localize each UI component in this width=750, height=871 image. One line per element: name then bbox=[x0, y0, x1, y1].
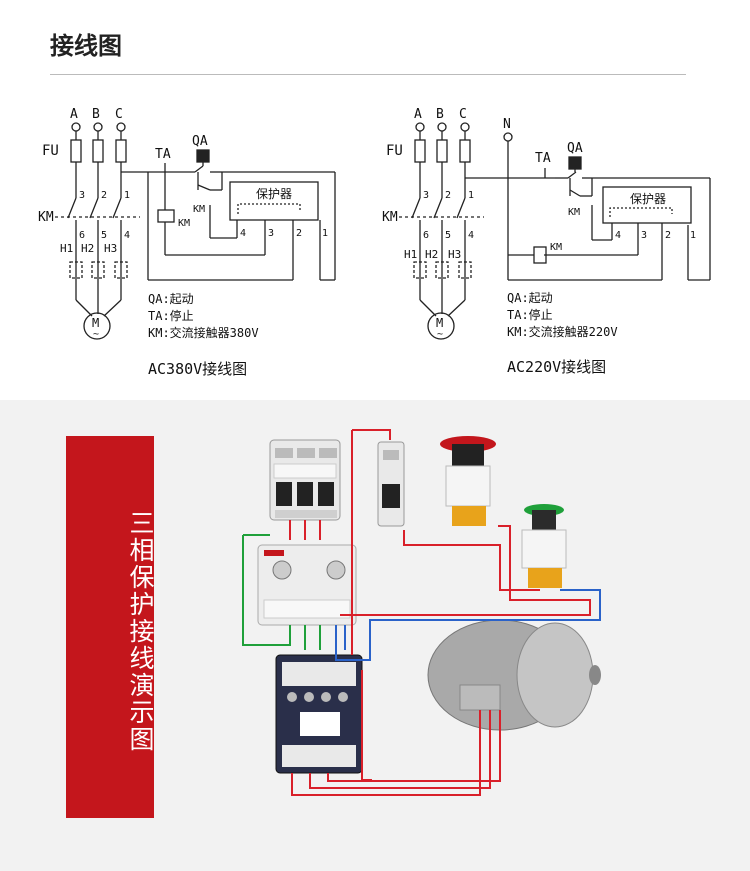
legend-line: QA:起动 bbox=[148, 292, 194, 306]
protector-terminal: 4 bbox=[240, 228, 246, 239]
contact-number: 2 bbox=[445, 190, 451, 201]
km-coil-380 bbox=[157, 209, 175, 223]
legend-line: TA:停止 bbox=[507, 307, 553, 322]
protector-terminal: 3 bbox=[268, 228, 274, 239]
motor-label: M bbox=[92, 316, 99, 330]
h-label: H2 bbox=[425, 248, 438, 261]
fu-label: FU bbox=[42, 143, 59, 159]
phase-label: C bbox=[115, 107, 123, 122]
contact-number: 2 bbox=[101, 190, 107, 201]
ac380v-schematic: A B C FU TA QA KM KM KM 保护器 3 2 1 6 5 4 … bbox=[38, 107, 336, 378]
protector-label: 保护器 bbox=[630, 192, 666, 206]
h-label: H1 bbox=[60, 242, 73, 255]
contact-number: 5 bbox=[101, 230, 107, 241]
motor-tilde: ~ bbox=[93, 329, 99, 340]
ac-contactor bbox=[275, 654, 363, 774]
three-phase-motor bbox=[427, 619, 601, 731]
km-label: KM bbox=[178, 218, 190, 229]
ta-label: TA bbox=[155, 147, 171, 162]
contact-number: 4 bbox=[468, 230, 474, 241]
protector-terminal: 2 bbox=[665, 230, 671, 241]
h-label: H3 bbox=[104, 242, 117, 255]
motor-protector bbox=[257, 544, 357, 626]
terminal-n bbox=[503, 132, 513, 142]
fu-label: FU bbox=[386, 143, 403, 159]
phase-label: C bbox=[459, 107, 467, 122]
page-title: 接线图 bbox=[50, 32, 122, 60]
protector-terminal: 3 bbox=[641, 230, 647, 241]
three-pole-breaker bbox=[269, 439, 341, 521]
protector-terminal: 1 bbox=[322, 228, 328, 239]
phase-label: B bbox=[92, 107, 100, 122]
diagram-caption: AC220V接线图 bbox=[507, 358, 606, 376]
demo-title: 三相保护接线演示图 bbox=[126, 510, 155, 753]
protector-label: 保护器 bbox=[256, 187, 292, 201]
phase-label: B bbox=[436, 107, 444, 122]
motor-symbol-220 bbox=[427, 312, 455, 340]
stop-button-red bbox=[440, 436, 496, 526]
demo-title-panel: 三相保护接线演示图 bbox=[66, 436, 155, 818]
contact-number: 6 bbox=[423, 230, 429, 241]
h-label: H3 bbox=[448, 248, 461, 261]
legend-line: KM:交流接触器380V bbox=[148, 325, 259, 340]
title-divider bbox=[50, 74, 686, 75]
protector-terminal: 4 bbox=[615, 230, 621, 241]
contact-number: 3 bbox=[423, 190, 429, 201]
contact-number: 1 bbox=[124, 190, 130, 201]
protector-box-220 bbox=[602, 186, 692, 224]
single-pole-breaker bbox=[377, 441, 405, 527]
contact-number: 4 bbox=[124, 230, 130, 241]
phase-label: A bbox=[70, 107, 78, 122]
protector-terminal: 1 bbox=[690, 230, 696, 241]
qa-label: QA bbox=[192, 134, 208, 149]
start-button-green bbox=[521, 504, 567, 588]
km-label: KM bbox=[193, 204, 205, 215]
wiring-demo-illustration bbox=[242, 429, 601, 796]
contact-number: 5 bbox=[445, 230, 451, 241]
contact-number: 3 bbox=[79, 190, 85, 201]
legend-line: TA:停止 bbox=[148, 308, 194, 323]
km-label: KM bbox=[550, 242, 562, 253]
neutral-label: N bbox=[503, 117, 511, 132]
legend-line: KM:交流接触器220V bbox=[507, 324, 618, 339]
contact-number: 1 bbox=[468, 190, 474, 201]
ac220v-schematic: A B C N FU TA QA KM KM KM 保护器 3 2 1 6 5 … bbox=[382, 107, 711, 376]
motor-tilde: ~ bbox=[437, 329, 443, 340]
diagram-caption: AC380V接线图 bbox=[148, 360, 247, 378]
h-label: H2 bbox=[81, 242, 94, 255]
km-label: KM bbox=[38, 210, 54, 225]
legend-line: QA:起动 bbox=[507, 291, 553, 305]
qa-label: QA bbox=[567, 141, 583, 156]
h-label: H1 bbox=[404, 248, 417, 261]
phase-label: A bbox=[414, 107, 422, 122]
motor-label: M bbox=[436, 316, 443, 330]
contact-number: 6 bbox=[79, 230, 85, 241]
km-label: KM bbox=[382, 210, 398, 225]
km-label: KM bbox=[568, 207, 580, 218]
protector-box-380 bbox=[229, 181, 319, 221]
motor-symbol-380 bbox=[83, 312, 111, 340]
protector-terminal: 2 bbox=[296, 228, 302, 239]
ta-label: TA bbox=[535, 151, 551, 166]
